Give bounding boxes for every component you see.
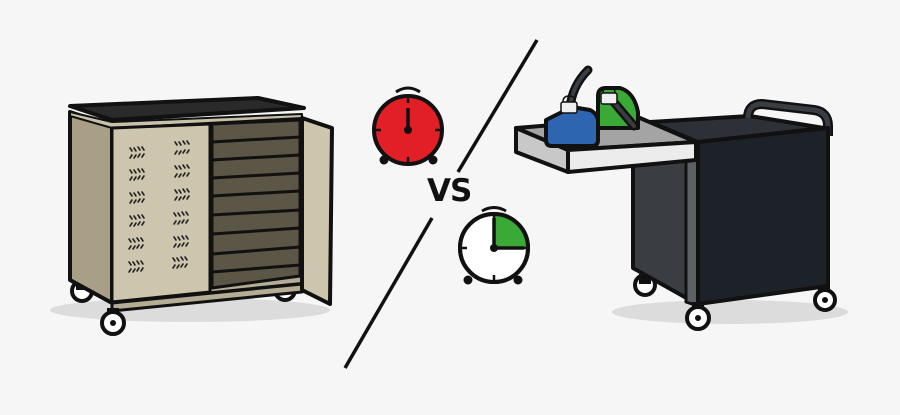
divider-line-lower [343,217,434,369]
storage-cabinet-icon [68,96,334,336]
vs-label: VS [427,173,472,209]
alarm-clock-fast-icon [458,206,530,285]
cart-shadow [612,300,848,324]
divider-line [456,39,539,173]
wheel-icon [685,285,837,331]
shelf-lines [211,135,301,274]
wheel-icon [100,308,126,336]
wheel-icon [633,273,657,297]
perforation-pattern [128,140,190,273]
lock-icon [560,86,618,114]
alarm-clock-slow-icon [372,86,444,166]
mobile-cart-icon [514,65,837,331]
